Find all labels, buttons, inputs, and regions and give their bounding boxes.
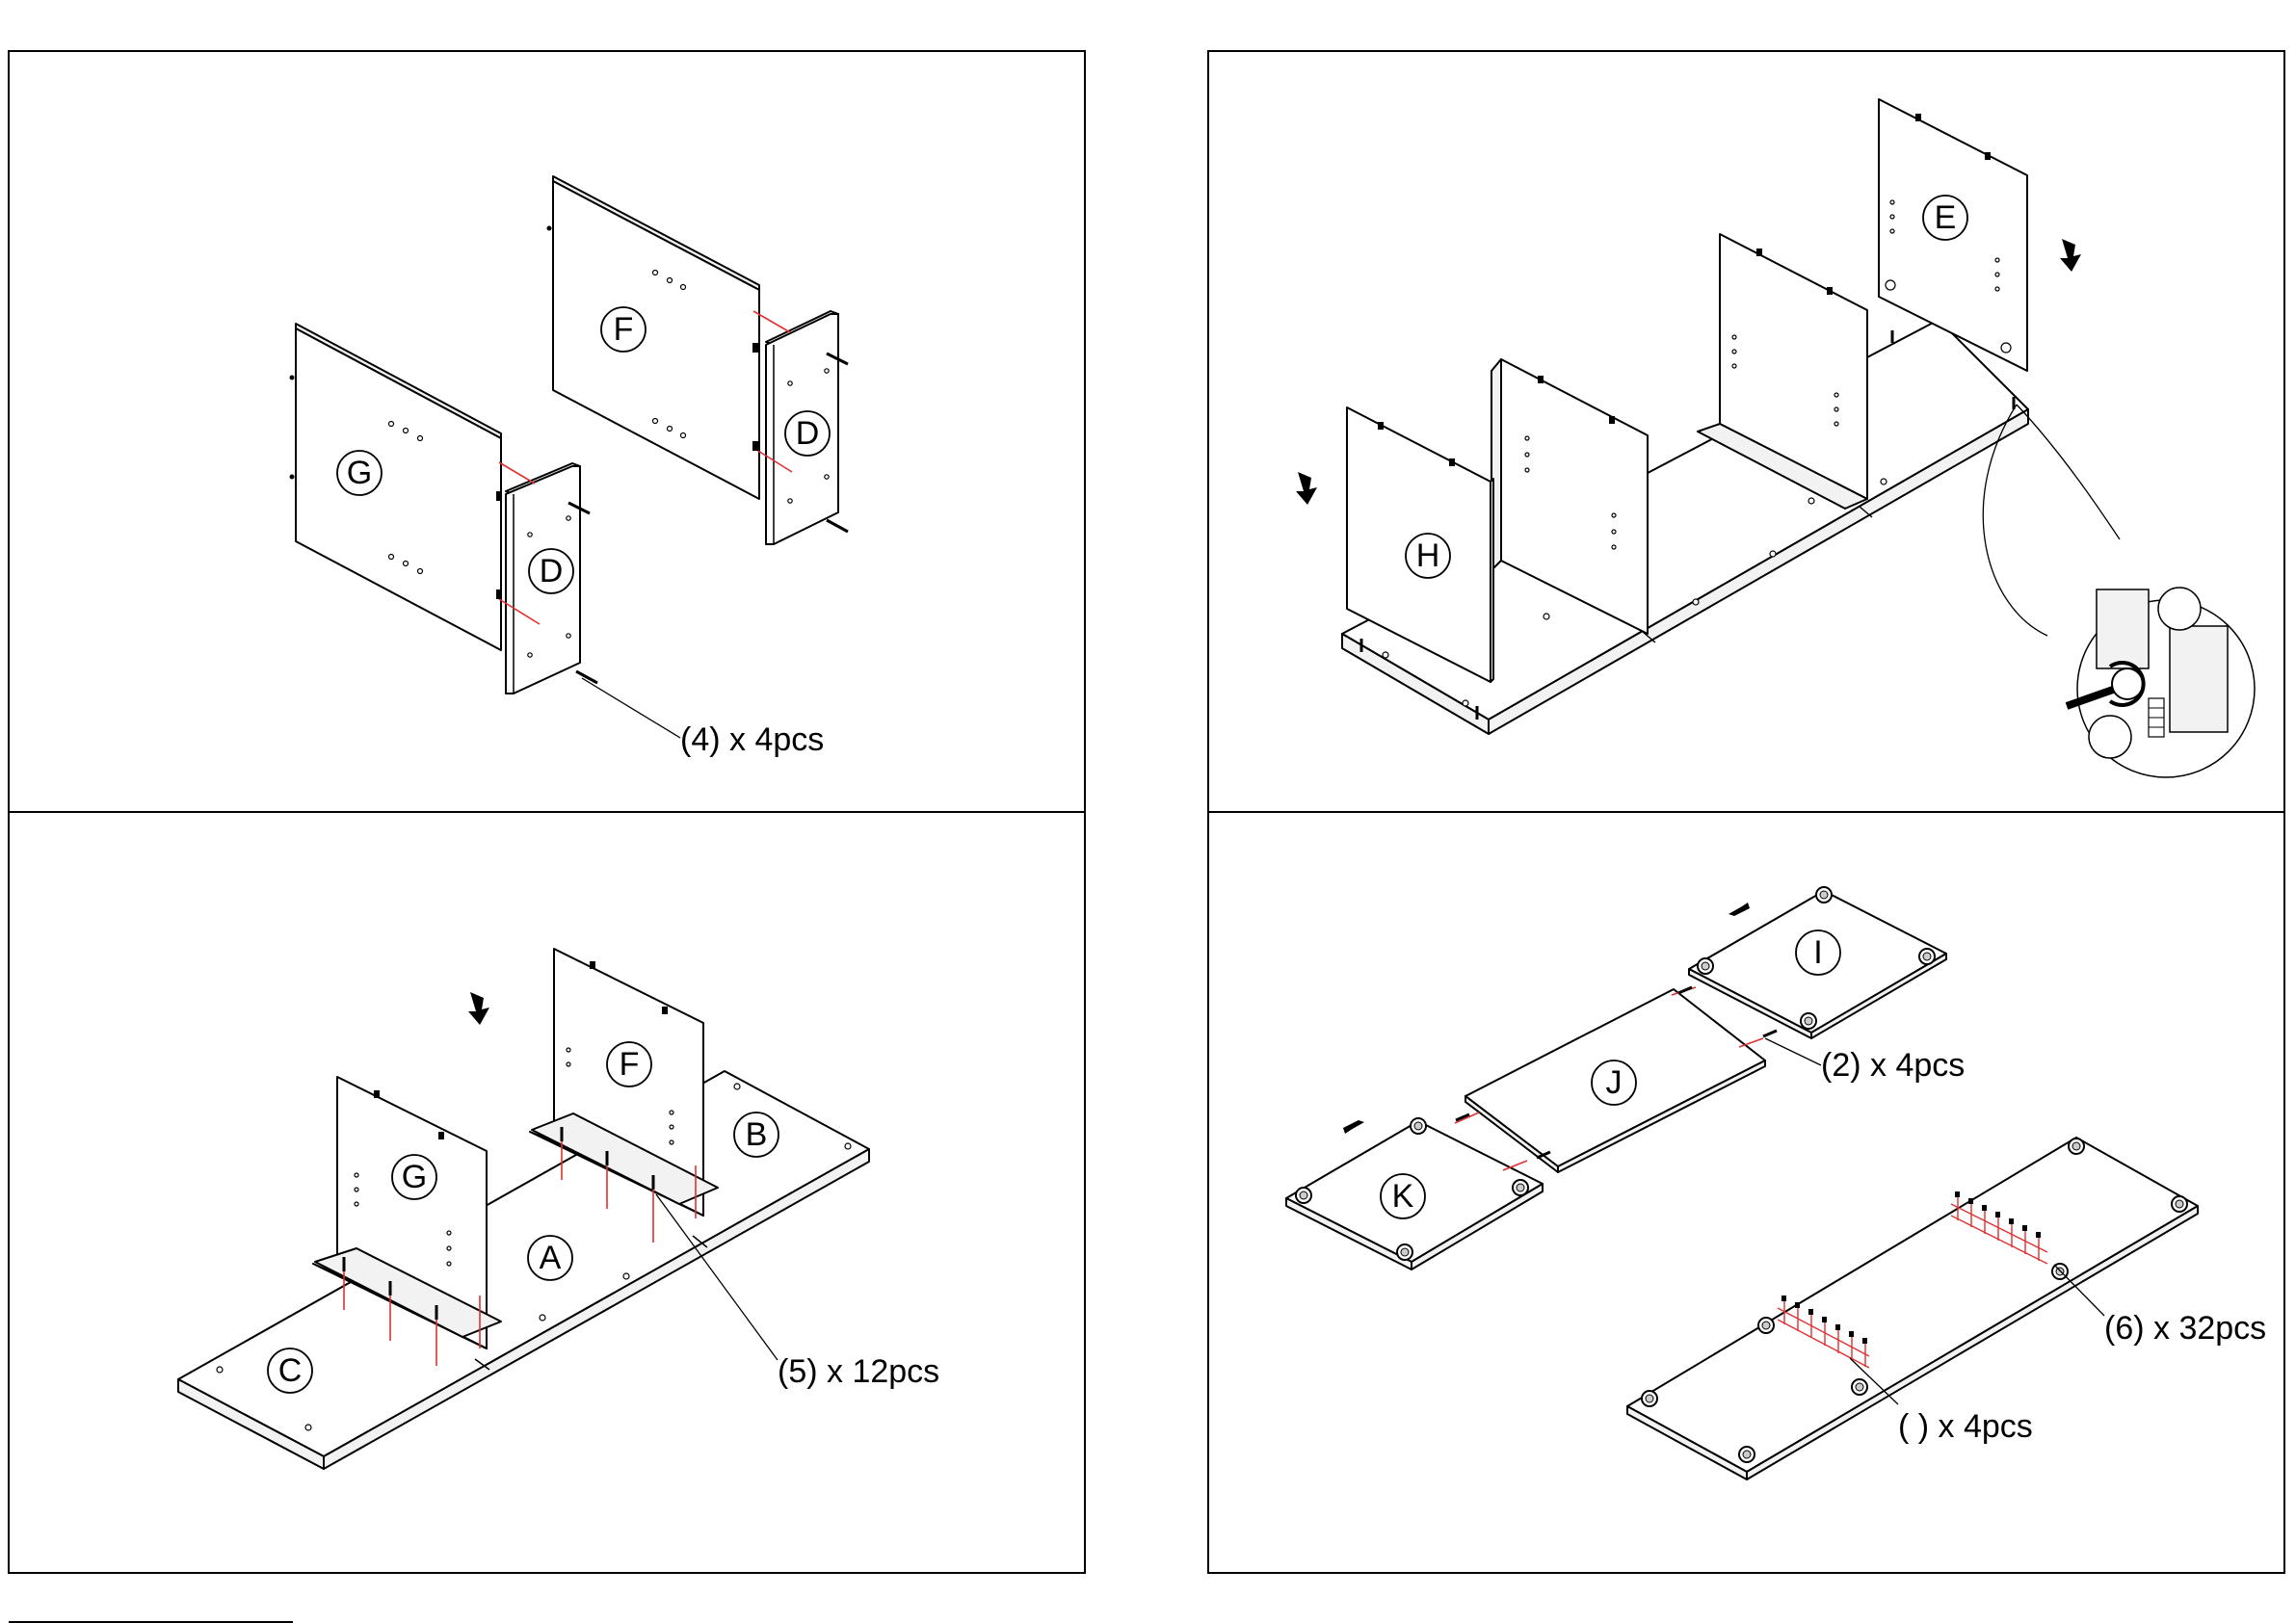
part-label: F (620, 1046, 640, 1083)
step-bottom-right: I J K (1286, 887, 2266, 1479)
callout-leader (582, 678, 680, 738)
part-label: F (614, 311, 634, 348)
part-label: E (1935, 199, 1957, 236)
guide-line (499, 462, 535, 484)
board-j: J (1465, 989, 1765, 1172)
panel-e: E (1879, 99, 2027, 371)
part-label: D (540, 553, 564, 589)
part-label: D (796, 415, 820, 452)
left-frame (9, 51, 1085, 1573)
board-k: K (1286, 1118, 1543, 1270)
step-bottom-left: C A B G F (178, 949, 939, 1469)
part-label: A (540, 1240, 562, 1276)
part-label: G (402, 1159, 427, 1195)
down-arrow-icon (2060, 239, 2081, 272)
part-label: B (746, 1116, 768, 1153)
part-label: J (1606, 1064, 1623, 1101)
panel-g: G (290, 324, 502, 650)
part-label: C (278, 1352, 303, 1389)
panel-d-right: D (766, 311, 838, 544)
qty-callout: (2) x 4pcs (1821, 1047, 1965, 1084)
part-label: H (1416, 537, 1440, 574)
panel-f: F (547, 176, 760, 499)
screw (827, 520, 848, 532)
zoom-detail (1983, 405, 2255, 777)
left-arrow-icon (1729, 903, 1750, 916)
qty-callout: (5) x 12pcs (778, 1353, 939, 1390)
step-top-left: F D G (290, 176, 849, 758)
down-arrow-icon (1296, 472, 1317, 505)
callout-leader (1765, 1038, 1821, 1065)
part-label: I (1813, 934, 1822, 971)
qty-callout: ( ) x 4pcs (1898, 1408, 2033, 1445)
down-arrow-icon (468, 992, 489, 1025)
step-top-right: E H (1296, 99, 2255, 777)
screw (1678, 987, 1692, 993)
part-label: K (1392, 1178, 1414, 1215)
panel-d-left: D (506, 463, 580, 694)
qty-callout: (6) x 32pcs (2104, 1310, 2266, 1347)
board-i: I (1689, 887, 1946, 1038)
screw (1763, 1031, 1777, 1036)
qty-callout: (4) x 4pcs (680, 721, 824, 758)
part-label: G (347, 455, 372, 491)
right-arrow-icon (1343, 1120, 1364, 1134)
